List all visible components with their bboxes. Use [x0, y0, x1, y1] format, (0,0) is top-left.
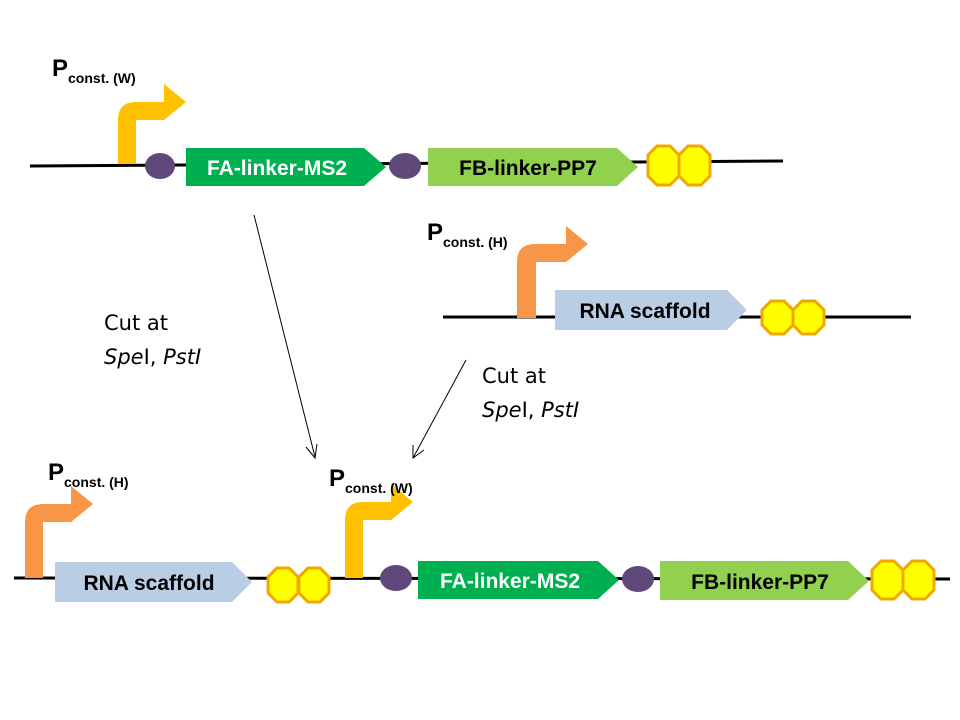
right-cut-enzyme1: Spe — [482, 398, 522, 422]
bottom-promoter-h-arrow — [25, 486, 93, 578]
promoter-subscript: const. (H) — [64, 474, 129, 490]
right-cut-line2: SpeI, PstI — [482, 393, 579, 427]
promoter-subscript: const. (W) — [68, 70, 136, 86]
left-cut-label: Cut at SpeI, PstI — [104, 306, 201, 374]
promoter-subscript: const. (H) — [443, 234, 508, 250]
right-cut-enzyme1-suffix: I, — [521, 398, 542, 422]
left-cut-line1: Cut at — [104, 311, 168, 335]
right-cut-arrow-head — [412, 445, 425, 459]
mid-promoter-h-arrow — [517, 226, 588, 318]
promoter-symbol: P — [48, 459, 65, 486]
bottom-fb-linker-pp7-label: FB-linker-PP7 — [691, 571, 829, 594]
bottom-rbs-2 — [622, 566, 654, 592]
mid-terminator-1 — [760, 299, 795, 336]
left-cut-enzyme1: Spe — [104, 345, 144, 369]
right-cut-label: Cut at SpeI, PstI — [482, 359, 579, 427]
right-cut-arrow-line — [412, 359, 467, 459]
promoter-subscript: const. (W) — [345, 480, 413, 496]
top-terminator-1 — [646, 144, 681, 187]
top-terminator-2 — [677, 144, 712, 187]
middle-construct: RNA scaffold — [443, 226, 911, 336]
left-cut-enzyme1-suffix: I, — [143, 345, 164, 369]
mid-rna-scaffold-gene — [555, 290, 747, 330]
bottom-rna-scaffold-gene — [55, 562, 252, 602]
bottom-rbs-1 — [380, 565, 412, 591]
bottom-terminator-3 — [870, 559, 905, 601]
left-cut-line2: SpeI, PstI — [104, 340, 201, 374]
bottom-terminator-2 — [297, 566, 331, 604]
right-cut-line1: Cut at — [482, 364, 546, 388]
left-cut-arrow-line — [253, 214, 316, 458]
bottom-promoter-h-label: Pconst. (H) — [48, 459, 129, 490]
promoter-symbol: P — [427, 219, 444, 246]
left-cut-arrow-head — [305, 443, 318, 460]
left-cut-enzyme2: PstI — [163, 345, 202, 369]
bottom-fa-linker-ms2-label: FA-linker-MS2 — [440, 570, 580, 593]
bottom-fa-linker-ms2-gene — [418, 561, 619, 599]
bottom-rna-scaffold-label: RNA scaffold — [83, 572, 214, 595]
promoter-symbol: P — [52, 55, 69, 82]
top-rbs-1 — [145, 153, 175, 179]
top-promoter-w-arrow — [118, 84, 186, 164]
bottom-terminator-4 — [901, 559, 936, 601]
right-cut-enzyme2: PstI — [541, 398, 580, 422]
bottom-promoter-w-arrow — [345, 484, 413, 578]
top-fa-linker-ms2-label: FA-linker-MS2 — [207, 157, 347, 180]
bottom-construct: RNA scaffold FA-linker-MS2 FB-linker-PP7 — [13, 484, 951, 604]
cut-arrows — [253, 214, 467, 460]
bottom-fb-linker-pp7-gene — [660, 561, 869, 600]
bottom-promoter-w-label: Pconst. (W) — [329, 465, 413, 496]
mid-terminator-2 — [791, 299, 826, 336]
top-construct: FA-linker-MS2 FB-linker-PP7 — [29, 84, 784, 187]
promoter-symbol: P — [329, 465, 346, 492]
top-fb-linker-pp7-gene — [428, 148, 638, 186]
top-fb-linker-pp7-label: FB-linker-PP7 — [459, 157, 597, 180]
top-promoter-w-label: Pconst. (W) — [52, 55, 136, 86]
top-rbs-2 — [389, 153, 421, 179]
mid-promoter-h-label: Pconst. (H) — [427, 219, 508, 250]
mid-rna-scaffold-label: RNA scaffold — [579, 300, 710, 323]
top-fa-linker-ms2-gene — [186, 148, 386, 186]
bottom-terminator-1 — [266, 566, 300, 604]
